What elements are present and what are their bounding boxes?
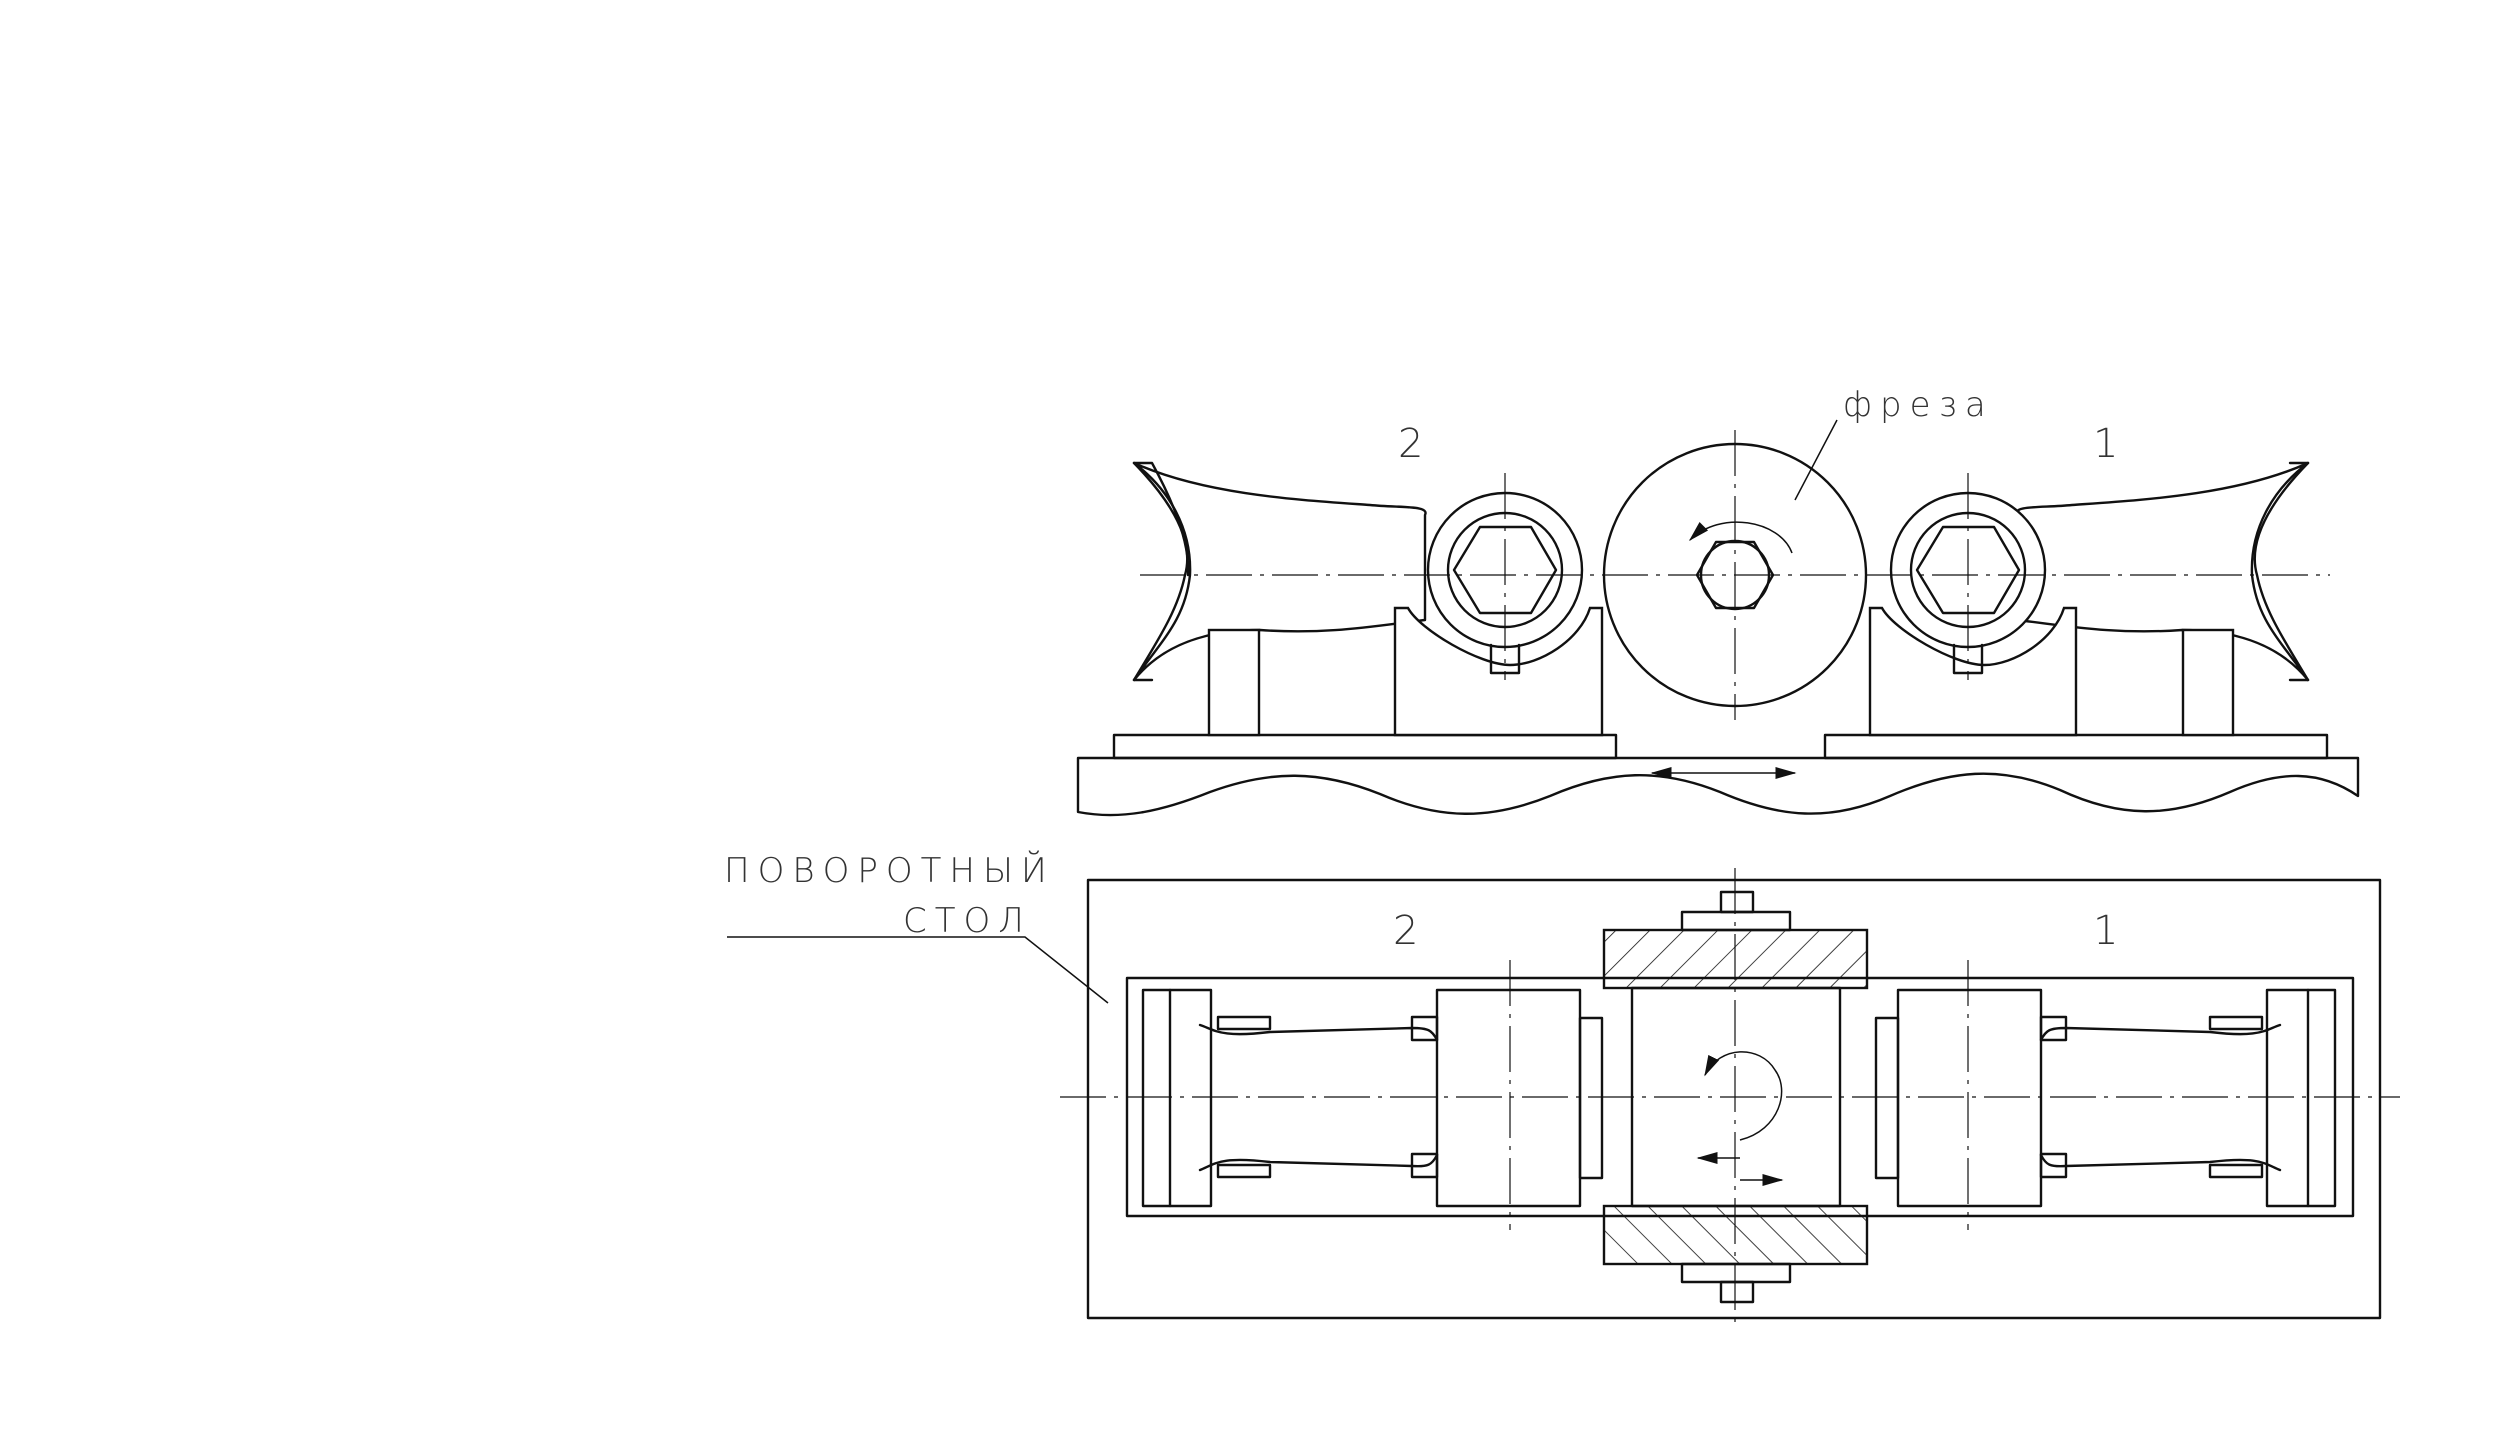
- headstock-left: [1393, 606, 1604, 737]
- cutter-leader: [1794, 419, 1838, 501]
- rotary-table-label-line2: СТОЛ: [903, 901, 1032, 941]
- plan-headstock-right: [1896, 988, 2043, 1208]
- plan-endplate-right: [2265, 988, 2337, 1208]
- spindle-top: [1680, 910, 1792, 932]
- station-label-1-top: 1: [2093, 421, 2118, 467]
- spindle-bottom-neck: [1719, 1280, 1755, 1304]
- spindle-hex-right: [1915, 525, 2021, 615]
- rotary-table-label-line1: ПОВОРОТНЫЙ: [724, 850, 1055, 891]
- base-plate-right: [1823, 733, 2329, 760]
- rotary-table-leader: [727, 936, 1109, 1004]
- plan-endplate-left: [1141, 988, 1213, 1208]
- side-view: 2 1 фреза: [1076, 385, 2360, 817]
- plan-view: ПОВОРОТНЫЙ СТОЛ: [724, 850, 2400, 1330]
- station-label-2-top: 2: [1398, 421, 1423, 467]
- cutter-rotation-arrow: [1688, 521, 1793, 554]
- table-rotation-arrow: [1704, 1051, 1783, 1141]
- base-plate-left: [1112, 733, 1618, 760]
- end-support-left: [1207, 628, 1261, 737]
- spindle-hex-left: [1452, 525, 1558, 615]
- plan-workpiece-left: [1198, 1023, 1439, 1172]
- spindle-top-neck: [1719, 890, 1755, 914]
- cutter-label: фреза: [1843, 385, 1994, 425]
- plan-faceplate-left: [1578, 1016, 1604, 1180]
- rotary-table-outer: [1086, 878, 2382, 1320]
- workpiece-left-side: [1132, 461, 1427, 682]
- plan-headstock-left: [1435, 988, 1582, 1208]
- station-label-1-plan: 1: [2093, 908, 2118, 954]
- plan-workpiece-right: [2039, 1023, 2282, 1172]
- spindle-bottom: [1680, 1262, 1792, 1284]
- headstock-right: [1868, 606, 2078, 737]
- station-label-2-plan: 2: [1393, 908, 1418, 954]
- plan-faceplate-right: [1874, 1016, 1900, 1180]
- machine-bed: [1076, 756, 2360, 817]
- end-support-right: [2181, 628, 2235, 737]
